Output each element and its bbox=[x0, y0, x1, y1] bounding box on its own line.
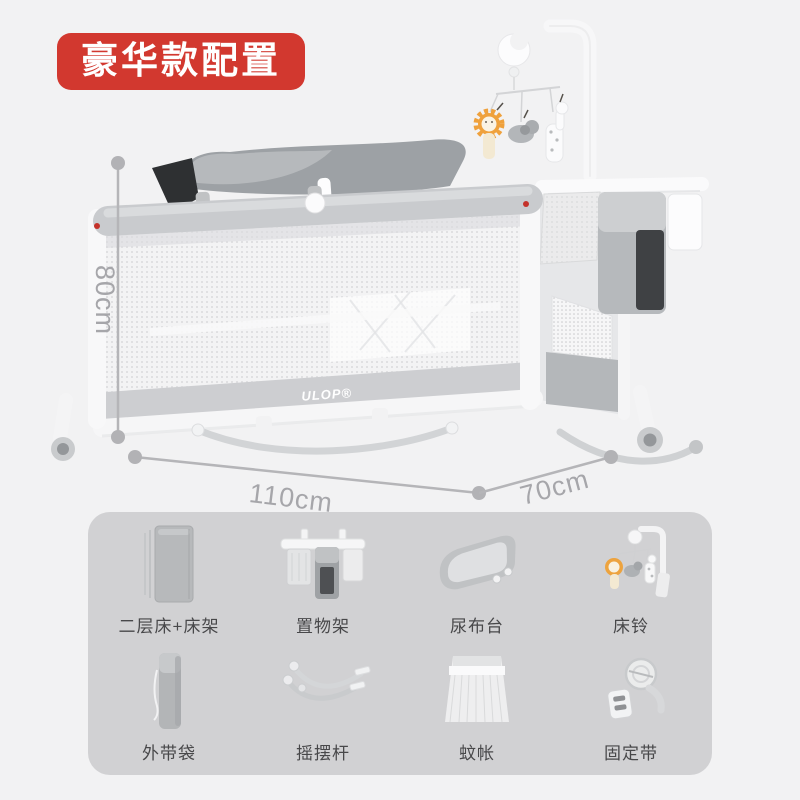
legs-and-wheels bbox=[51, 385, 703, 465]
fixing-strap-icon bbox=[583, 648, 679, 739]
corner-flap bbox=[152, 158, 199, 212]
accessory-label: 固定带 bbox=[604, 744, 658, 763]
deluxe-badge: 豪华款配置 bbox=[57, 33, 305, 90]
depth-dimension-label: 70cm bbox=[517, 464, 592, 511]
length-dimension: 110cm bbox=[128, 450, 486, 518]
bed-mobile-icon bbox=[583, 521, 679, 612]
storage-rack-icon bbox=[275, 521, 371, 612]
accessory-item-mosquito-net: 蚊帐 bbox=[400, 646, 554, 774]
deluxe-badge-label: 豪华款配置 bbox=[81, 40, 281, 81]
accessory-item-fixing-strap: 固定带 bbox=[554, 646, 708, 774]
crib-illustration: ULOP® bbox=[51, 19, 709, 519]
accessory-label: 摇摆杆 bbox=[296, 744, 350, 763]
accessory-item-mattress: 二层床+床架 bbox=[92, 518, 246, 646]
accessory-item-rocking-bar: 摇摆杆 bbox=[246, 646, 400, 774]
carry-bag-icon bbox=[121, 648, 217, 739]
dimension-annotations: 80cm 110cm 70cm bbox=[90, 156, 618, 518]
accessory-label: 置物架 bbox=[296, 616, 350, 636]
accessory-item-diaper-table: 尿布台 bbox=[400, 518, 554, 646]
toy-mobile bbox=[473, 19, 597, 183]
accessory-label: 蚊帐 bbox=[459, 744, 495, 763]
crib-front: ULOP® bbox=[88, 184, 543, 438]
elephant-toy bbox=[508, 109, 539, 143]
accessory-item-bed-mobile: 床铃 bbox=[554, 518, 708, 646]
storage-rack bbox=[535, 166, 709, 314]
accessory-label: 床铃 bbox=[613, 616, 649, 636]
height-dimension-label: 80cm bbox=[90, 265, 120, 335]
depth-dimension: 70cm bbox=[478, 450, 618, 511]
rocking-bar-icon bbox=[275, 648, 371, 739]
diaper-table-icon bbox=[429, 521, 525, 612]
accessory-item-carry-bag: 外带袋 bbox=[92, 646, 246, 774]
accessory-item-storage-rack: 置物架 bbox=[246, 518, 400, 646]
accessory-label: 二层床+床架 bbox=[118, 616, 220, 636]
giraffe-toy bbox=[545, 93, 569, 163]
brand-logo: ULOP® bbox=[301, 385, 353, 404]
accessory-label: 外带袋 bbox=[142, 744, 196, 763]
height-dimension: 80cm bbox=[90, 156, 125, 444]
bassinet-pad bbox=[165, 139, 466, 203]
mosquito-net-icon bbox=[429, 648, 525, 739]
lion-toy bbox=[473, 102, 505, 159]
accessories-panel: 二层床+床架 置物架 bbox=[88, 512, 712, 775]
mattress-icon bbox=[121, 521, 217, 612]
accessory-label: 尿布台 bbox=[450, 616, 504, 636]
